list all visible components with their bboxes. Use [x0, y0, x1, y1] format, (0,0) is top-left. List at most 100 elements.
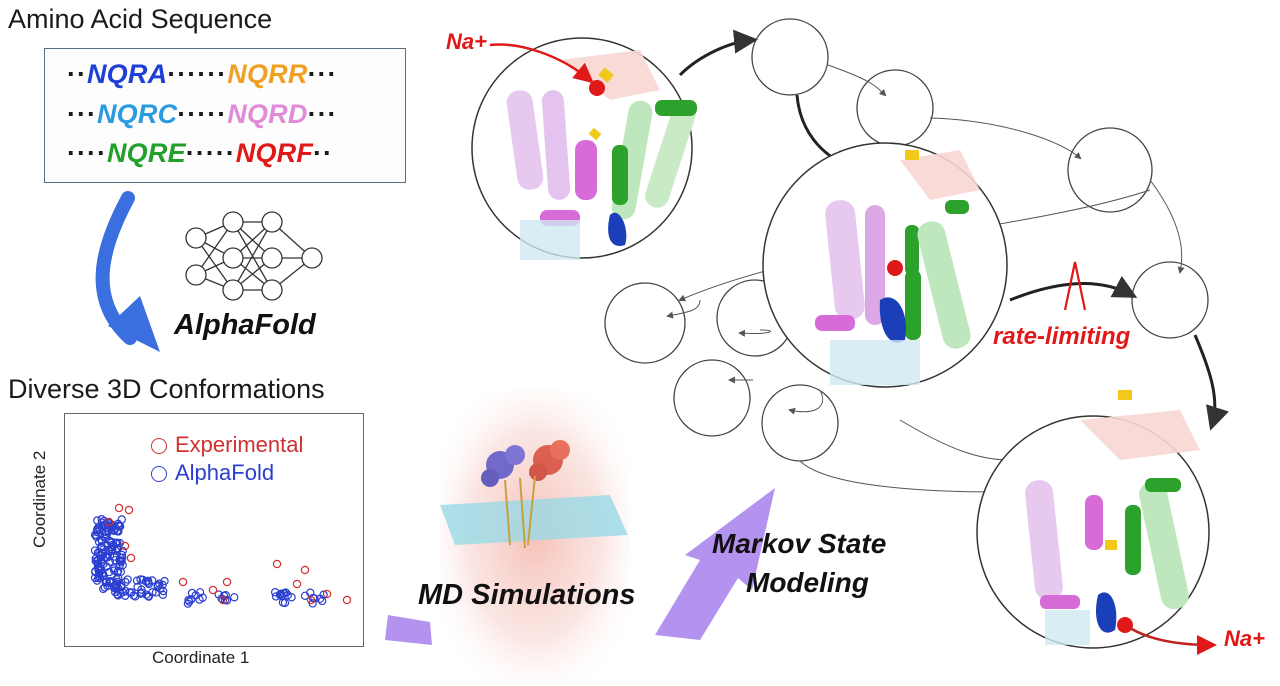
experimental-point — [120, 541, 130, 551]
alphafold-point — [96, 550, 105, 559]
sequence-box: ··NQRA······NQRR··· ···NQRC·····NQRD··· … — [44, 48, 406, 183]
alphafold-point — [100, 583, 109, 592]
alphafold-point — [137, 585, 146, 594]
legend-experimental: Experimental — [175, 432, 304, 457]
blue-curved-arrow — [95, 191, 160, 352]
alphafold-point — [104, 521, 113, 530]
experimental-point — [124, 505, 134, 515]
alphafold-point — [113, 568, 122, 577]
alphafold-point — [100, 532, 110, 541]
experimental-point — [272, 559, 282, 569]
structure-circle-2 — [762, 142, 1008, 388]
alphafold-point — [107, 538, 116, 548]
alphafold-point — [287, 593, 296, 602]
alphafold-point — [121, 586, 130, 596]
alphafold-point — [94, 555, 103, 564]
seq-nqrr: NQRR — [227, 59, 308, 89]
seq-nqra: NQRA — [86, 59, 168, 89]
alphafold-point — [153, 581, 163, 590]
md-protein-blue — [481, 445, 525, 487]
alphafold-point — [110, 552, 119, 561]
experimental-point — [208, 585, 218, 595]
alphafold-point — [219, 591, 229, 601]
alphafold-point — [120, 591, 130, 600]
alphafold-point — [138, 575, 147, 584]
alphafold-point — [113, 544, 123, 553]
alphafold-label: AlphaFold — [174, 309, 316, 341]
alphafold-point — [116, 553, 125, 562]
alphafold-point — [132, 576, 142, 585]
experimental-point — [114, 503, 124, 513]
neural-network-icon — [185, 211, 323, 301]
md-protein-red — [529, 440, 570, 481]
md-simulations-label: MD Simulations — [418, 579, 636, 611]
alphafold-point — [195, 588, 205, 597]
alphafold-point — [123, 575, 132, 584]
alphafold-point — [94, 523, 103, 532]
experimental-point — [126, 553, 136, 563]
markov-label-line1: Markov State — [712, 528, 887, 559]
alphafold-point — [143, 576, 153, 585]
scatter-plot: Experimental AlphaFold — [64, 413, 364, 647]
alphafold-point — [185, 597, 194, 606]
alphafold-point — [112, 579, 122, 588]
alphafold-point — [230, 593, 239, 602]
alphafold-point — [97, 515, 106, 524]
alphafold-point — [148, 588, 157, 597]
purple-arrow — [385, 488, 775, 645]
experimental-point — [292, 579, 302, 589]
alphafold-point — [187, 588, 197, 598]
na-out-arrow — [1129, 626, 1217, 655]
y-axis-label: Coordinate 2 — [30, 450, 49, 548]
alphafold-point — [278, 598, 288, 607]
alphafold-point — [116, 567, 126, 576]
experimental-point — [222, 577, 232, 587]
alphafold-point — [99, 584, 108, 594]
na-in-arrow — [489, 43, 594, 84]
alphafold-point — [183, 599, 193, 608]
alphafold-point — [214, 590, 223, 599]
alphafold-point — [129, 591, 138, 600]
experimental-point — [104, 517, 114, 527]
alphafold-point — [270, 588, 280, 597]
rate-limiting-label: rate-limiting — [993, 323, 1131, 350]
alphafold-point — [104, 567, 114, 577]
alphafold-point — [90, 530, 100, 540]
alphafold-point — [275, 590, 285, 600]
alphafold-point — [97, 548, 107, 558]
alphafold-point — [111, 555, 120, 565]
alphafold-point — [93, 559, 102, 568]
alphafold-point — [276, 589, 286, 599]
alphafold-point — [102, 530, 111, 539]
experimental-point — [218, 595, 228, 605]
markov-label-line2: Modeling — [746, 567, 869, 598]
na-in-label: Na+ — [446, 29, 487, 54]
x-axis-label: Coordinate 1 — [152, 648, 250, 667]
alphafold-point — [99, 559, 108, 569]
alphafold-point — [147, 576, 157, 585]
alphafold-point — [160, 576, 169, 586]
alphafold-point — [94, 571, 103, 581]
alphafold-point — [101, 533, 111, 543]
na-out-label: Na+ — [1224, 626, 1265, 651]
seq-nqrd: NQRD — [227, 99, 308, 129]
experimental-point — [322, 589, 332, 599]
seq-nqrc: NQRC — [96, 99, 178, 129]
alphafold-point — [95, 573, 105, 582]
seq-nqre: NQRE — [106, 138, 186, 168]
alphafold-legend-marker — [151, 466, 167, 483]
alphafold-point — [318, 596, 327, 606]
alphafold-point — [113, 590, 122, 599]
alphafold-point — [137, 588, 146, 597]
alphafold-point — [117, 581, 126, 590]
experimental-point — [306, 595, 316, 605]
legend-alphafold: AlphaFold — [175, 460, 275, 485]
alphafold-point — [271, 592, 281, 601]
scatter-svg — [90, 503, 352, 608]
alphafold-point — [111, 587, 120, 597]
sequence-heading: Amino Acid Sequence — [8, 4, 273, 34]
alphafold-point — [319, 590, 328, 599]
md-simulation-box — [440, 390, 630, 680]
seq-nqrf: NQRF — [235, 138, 314, 168]
